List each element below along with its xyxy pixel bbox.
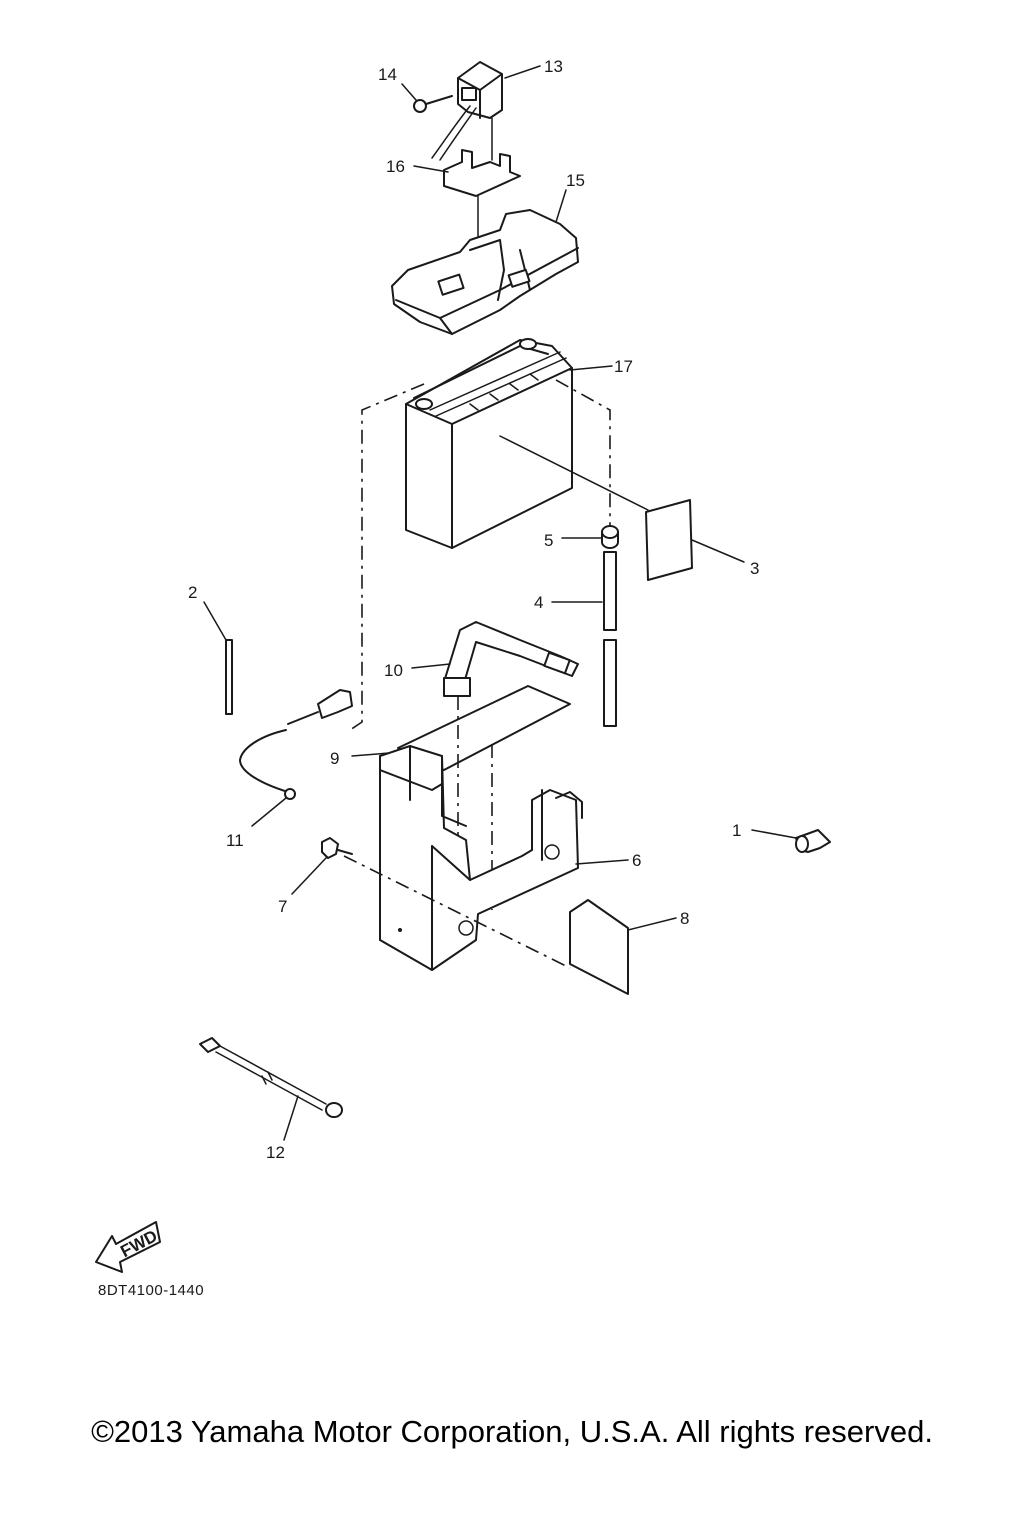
callout-4: 4 — [534, 593, 543, 612]
leader-10 — [411, 663, 451, 669]
callout-17: 17 — [614, 357, 633, 376]
leader-16 — [413, 165, 449, 173]
part-13-relay[interactable] — [431, 61, 503, 161]
leader-6 — [575, 859, 629, 865]
part-17-battery[interactable] — [405, 338, 573, 549]
callout-6: 6 — [632, 851, 641, 870]
leader-3 — [691, 539, 745, 563]
callout-8: 8 — [680, 909, 689, 928]
part-5-cap[interactable] — [601, 525, 619, 549]
callout-12: 12 — [266, 1143, 285, 1162]
part-11-cable[interactable] — [239, 689, 353, 800]
leader-7 — [291, 857, 327, 895]
callout-11: 11 — [226, 831, 244, 850]
callout-5: 5 — [544, 531, 553, 550]
part-1-clip[interactable] — [795, 829, 831, 853]
part-7-bolt[interactable] — [321, 837, 353, 859]
callout-16: 16 — [386, 157, 405, 176]
leader-15 — [555, 189, 567, 223]
leader-14 — [401, 83, 417, 101]
part-2-band[interactable] — [225, 639, 233, 715]
part-12-lead-wire[interactable] — [199, 1037, 343, 1118]
leader-2 — [203, 601, 227, 641]
leader-8 — [627, 917, 677, 931]
leader-11 — [251, 797, 287, 827]
copyright-text: ©2013 Yamaha Motor Corporation, U.S.A. A… — [91, 1414, 933, 1449]
part-15-battery-cover[interactable] — [391, 209, 579, 335]
diagram-code: 8DT4100-1440 — [98, 1282, 205, 1299]
guide-17-3 — [499, 435, 649, 511]
part-14-screw[interactable] — [413, 95, 453, 113]
leader-12 — [283, 1095, 299, 1141]
callout-3: 3 — [750, 559, 759, 578]
callout-7: 7 — [278, 897, 287, 916]
callout-2: 2 — [188, 583, 197, 602]
callout-10: 10 — [384, 661, 403, 680]
callout-1: 1 — [732, 821, 741, 840]
fwd-arrow-icon: FWD — [95, 1221, 161, 1273]
part-3-label[interactable] — [645, 499, 693, 581]
guide-17-11 — [349, 383, 425, 731]
part-8-plate[interactable] — [569, 899, 629, 995]
callout-15: 15 — [566, 171, 585, 190]
leader-17 — [569, 365, 613, 371]
leader-1 — [751, 829, 797, 839]
guide-7-8 — [343, 855, 571, 969]
leader-13 — [504, 65, 541, 79]
callout-14: 14 — [378, 65, 397, 84]
guide-17-5 — [555, 379, 611, 534]
part-16-bracket[interactable] — [443, 149, 521, 197]
part-10-battery-band[interactable] — [443, 621, 579, 697]
callout-13: 13 — [544, 57, 563, 76]
part-4-breather-hose[interactable] — [603, 551, 617, 727]
part-6-battery-case[interactable] — [379, 745, 583, 971]
callout-9: 9 — [330, 749, 339, 768]
